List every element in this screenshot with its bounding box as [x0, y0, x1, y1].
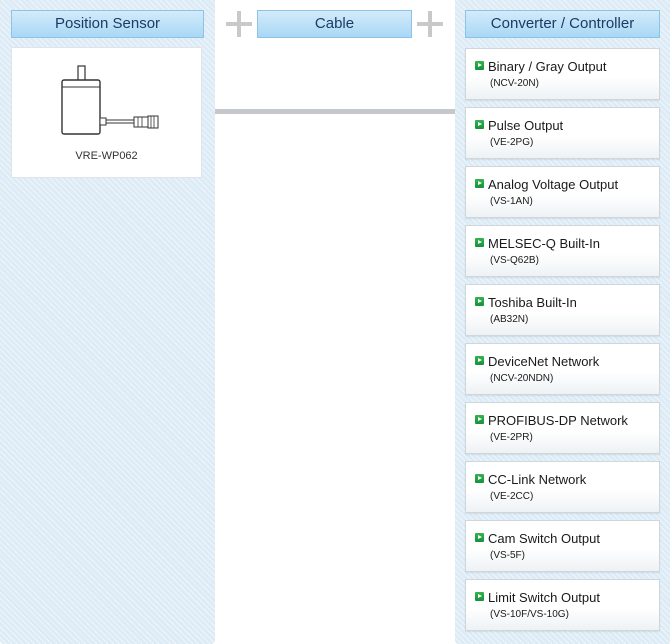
- output-model-code: (VS-Q62B): [490, 255, 539, 266]
- output-item-limit-switch[interactable]: Limit Switch Output (VS-10F/VS-10G): [465, 579, 660, 631]
- arrow-right-icon: [475, 297, 484, 306]
- arrow-right-icon: [475, 533, 484, 542]
- output-label: DeviceNet Network: [488, 354, 600, 369]
- output-item-toshiba[interactable]: Toshiba Built-In (AB32N): [465, 284, 660, 336]
- plus-icon: [226, 11, 252, 37]
- output-model-code: (AB32N): [490, 314, 529, 325]
- output-label: Pulse Output: [488, 118, 564, 133]
- arrow-right-icon: [475, 120, 484, 129]
- output-label: Cam Switch Output: [488, 531, 600, 546]
- output-label: Binary / Gray Output: [488, 59, 607, 74]
- cable-connector-line: [215, 109, 455, 114]
- arrow-right-icon: [475, 415, 484, 424]
- output-label: CC-Link Network: [488, 472, 587, 487]
- output-model-code: (VE-2PR): [490, 432, 533, 443]
- output-model-code: (NCV-20N): [490, 78, 539, 89]
- arrow-right-icon: [475, 179, 484, 188]
- output-item-pulse[interactable]: Pulse Output (VE-2PG): [465, 107, 660, 159]
- output-item-melsec-q[interactable]: MELSEC-Q Built-In (VS-Q62B): [465, 225, 660, 277]
- output-item-profibus-dp[interactable]: PROFIBUS-DP Network (VE-2PR): [465, 402, 660, 454]
- converter-controller-header: Converter / Controller: [465, 10, 660, 38]
- cable-header: Cable: [257, 10, 412, 38]
- output-label: MELSEC-Q Built-In: [488, 236, 600, 251]
- position-sensor-header: Position Sensor: [11, 10, 204, 38]
- output-item-cam-switch[interactable]: Cam Switch Output (VS-5F): [465, 520, 660, 572]
- arrow-right-icon: [475, 474, 484, 483]
- sensor-model-label: VRE-WP062: [75, 150, 138, 162]
- output-label: Toshiba Built-In: [488, 295, 577, 310]
- arrow-right-icon: [475, 592, 484, 601]
- output-model-code: (VS-1AN): [490, 196, 533, 207]
- output-item-devicenet[interactable]: DeviceNet Network (NCV-20NDN): [465, 343, 660, 395]
- output-model-code: (VE-2PG): [490, 137, 534, 148]
- plus-icon: [417, 11, 443, 37]
- arrow-right-icon: [475, 61, 484, 70]
- sensor-product-card[interactable]: VRE-WP062: [11, 47, 202, 178]
- arrow-right-icon: [475, 356, 484, 365]
- output-label: Analog Voltage Output: [488, 177, 619, 192]
- output-item-analog-voltage[interactable]: Analog Voltage Output (VS-1AN): [465, 166, 660, 218]
- output-item-binary-gray[interactable]: Binary / Gray Output (NCV-20N): [465, 48, 660, 100]
- output-model-code: (VS-5F): [490, 550, 525, 561]
- output-model-code: (VE-2CC): [490, 491, 534, 502]
- output-model-code: (VS-10F/VS-10G): [490, 609, 569, 620]
- output-item-cc-link[interactable]: CC-Link Network (VE-2CC): [465, 461, 660, 513]
- output-label: Limit Switch Output: [488, 590, 600, 605]
- output-label: PROFIBUS-DP Network: [488, 413, 628, 428]
- rotary-sensor-illustration: [61, 65, 159, 135]
- output-model-code: (NCV-20NDN): [490, 373, 554, 384]
- arrow-right-icon: [475, 238, 484, 247]
